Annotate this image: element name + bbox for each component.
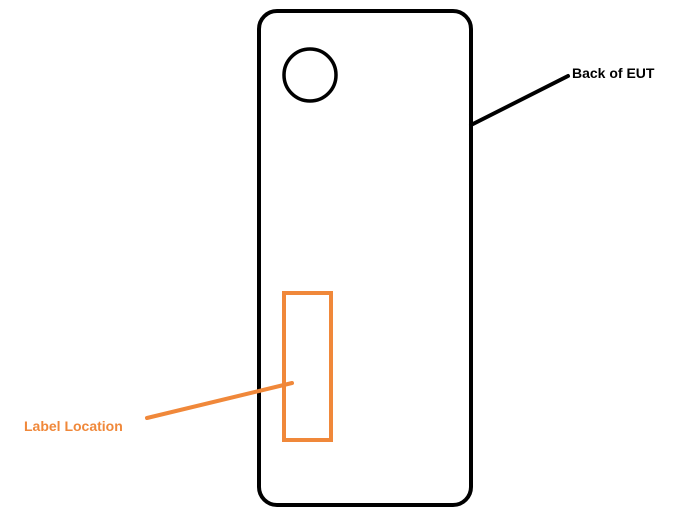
label-location-label: Label Location — [24, 418, 123, 434]
label-location-leader-line — [145, 381, 294, 420]
camera-lens-icon — [282, 47, 338, 103]
back-of-eut-leader-line — [469, 74, 570, 127]
label-location-box — [282, 291, 333, 442]
device-outline — [257, 9, 473, 507]
back-of-eut-label: Back of EUT — [572, 65, 655, 81]
